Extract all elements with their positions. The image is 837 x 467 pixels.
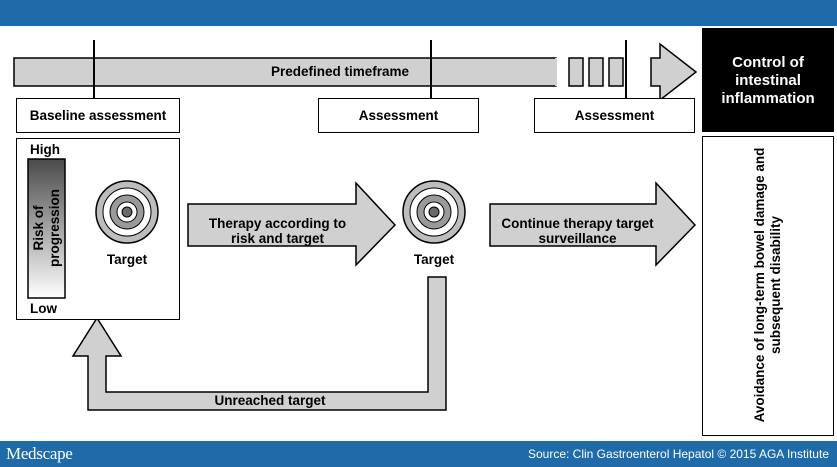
source-citation: Source: Clin Gastroenterol Hepatol © 201… [527, 447, 829, 461]
footer-bar: Medscape Source: Clin Gastroenterol Hepa… [0, 441, 837, 467]
timeline-dash-1 [568, 57, 584, 87]
timeframe-label: Predefined timeframe [270, 64, 410, 79]
control-label: Control of intestinal inflammation [721, 54, 815, 107]
therapy-arrow-label: Therapy according to risk and target [208, 216, 347, 246]
continue-arrow-label: Continue therapy target surveillance [501, 216, 654, 246]
control-box [702, 28, 834, 132]
baseline-assessment-box [16, 98, 180, 133]
assessment-box-1 [318, 98, 479, 133]
low-label: Low [30, 301, 57, 316]
assessment-box-2 [534, 98, 695, 133]
target-icon-2 [402, 180, 466, 244]
high-label: High [30, 142, 60, 157]
continue-arrow [489, 181, 697, 267]
unreached-label: Unreached target [214, 393, 326, 408]
baseline-label: Baseline assessment [29, 108, 167, 123]
risk-label: Risk of progression [31, 189, 62, 268]
assessment-label-2: Assessment [574, 108, 655, 123]
therapy-arrow [187, 181, 397, 267]
timeline-arrow-head [650, 42, 698, 102]
timeline-dash-3 [608, 57, 624, 87]
outcome-box [702, 136, 834, 436]
unreached-arrow [71, 276, 447, 411]
target-label-1: Target [106, 252, 148, 267]
header-bar [0, 0, 837, 26]
medscape-logo[interactable]: Medscape [6, 444, 73, 463]
outcome-label: Avoidance of long-term bowel damage and … [752, 147, 783, 423]
target-label-2: Target [413, 252, 455, 267]
assessment-label-1: Assessment [358, 108, 439, 123]
timeline-dash-2 [588, 57, 604, 87]
